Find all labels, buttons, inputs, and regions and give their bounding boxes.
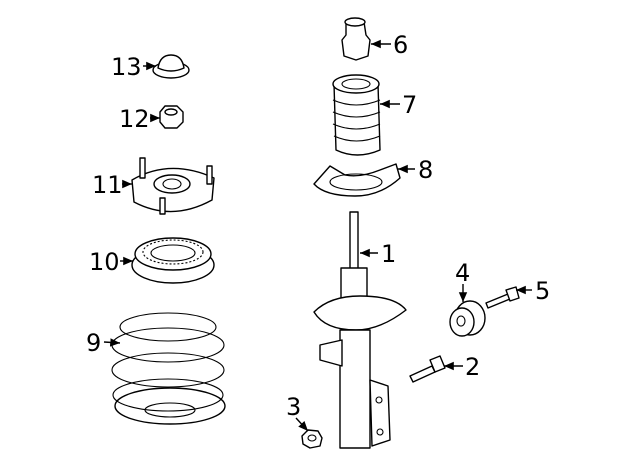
callout-6: 6 <box>393 31 408 59</box>
callout-5: 5 <box>535 277 550 305</box>
part-bearing[interactable] <box>131 237 215 284</box>
callout-8: 8 <box>418 156 433 184</box>
part-nut-12[interactable] <box>159 105 184 129</box>
part-strut-mount[interactable] <box>131 157 215 215</box>
callout-12: 12 <box>119 105 150 133</box>
callout-2: 2 <box>465 353 480 381</box>
callout-7: 7 <box>402 91 417 119</box>
part-cap[interactable] <box>152 54 190 79</box>
part-bolt-5[interactable] <box>485 286 520 309</box>
part-coil-spring[interactable] <box>111 312 226 425</box>
part-bushing[interactable] <box>449 300 486 337</box>
callout-11: 11 <box>92 171 123 199</box>
part-nut-3[interactable] <box>301 429 323 449</box>
part-strut[interactable] <box>313 211 407 449</box>
part-bump-stop[interactable] <box>341 17 371 61</box>
callout-13: 13 <box>111 53 142 81</box>
part-spring-seat[interactable] <box>313 163 401 197</box>
part-bolt-2[interactable] <box>409 355 446 383</box>
callout-10: 10 <box>89 248 120 276</box>
callout-1: 1 <box>381 240 396 268</box>
part-dust-boot[interactable] <box>332 74 381 156</box>
callout-9: 9 <box>86 329 101 357</box>
callout-4: 4 <box>455 259 470 287</box>
callout-3: 3 <box>286 393 301 421</box>
leader-lines <box>103 39 532 432</box>
